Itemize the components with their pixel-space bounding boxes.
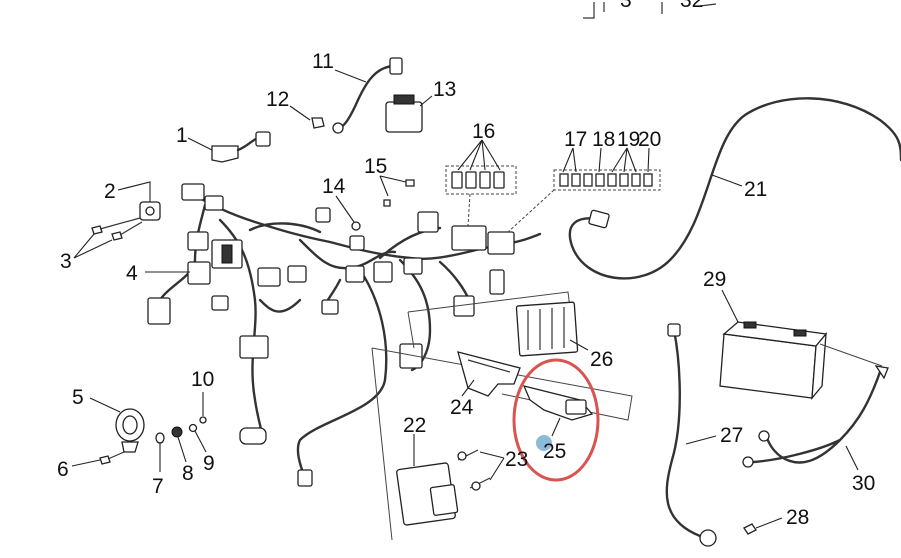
callout-30: 30 <box>852 472 875 495</box>
part-1-bracket <box>187 131 271 163</box>
callout-26: 26 <box>590 348 613 371</box>
part-28 <box>743 517 783 535</box>
callout-27: 27 <box>720 424 743 447</box>
fuse-group-16 <box>445 139 517 227</box>
callout-3: 3 <box>60 250 72 273</box>
callout-16: 16 <box>472 120 495 143</box>
top-fragment: 3 32 <box>583 0 717 19</box>
callout-15: 15 <box>364 155 387 178</box>
horn-assembly <box>71 392 207 472</box>
callout-8: 8 <box>182 462 194 485</box>
callout-20: 20 <box>638 128 661 151</box>
callout-13: 13 <box>433 78 456 101</box>
callout-6: 6 <box>57 458 69 481</box>
callout-labels: 1 2 3 4 5 6 7 8 9 10 11 12 13 14 15 16 1… <box>57 50 875 529</box>
callout-29: 29 <box>703 268 726 291</box>
parts-14-15 <box>335 175 415 231</box>
parts-11-12-13 <box>289 57 433 134</box>
callout-32-partial: 32 <box>680 0 703 12</box>
callout-17: 17 <box>564 128 587 151</box>
callout-5: 5 <box>72 386 84 409</box>
cable-30 <box>742 365 889 471</box>
module-panel <box>371 347 633 541</box>
callout-23: 23 <box>505 448 528 471</box>
callout-22: 22 <box>403 414 426 437</box>
parts-2-3 <box>73 181 161 259</box>
highlight-25 <box>512 358 600 482</box>
callout-12: 12 <box>266 88 289 111</box>
part-26-box <box>407 291 589 357</box>
main-wiring-harness <box>147 183 542 487</box>
callout-28: 28 <box>786 506 809 529</box>
callout-10: 10 <box>191 368 214 391</box>
callout-2: 2 <box>104 180 116 203</box>
highlight-ring <box>512 358 600 482</box>
callout-4: 4 <box>126 262 138 285</box>
callout-24: 24 <box>450 396 474 419</box>
highlight-marker <box>536 435 552 451</box>
callout-14: 14 <box>322 175 346 198</box>
cable-27 <box>665 323 717 547</box>
wire-21 <box>568 97 901 280</box>
battery-29 <box>719 289 883 400</box>
callout-1: 1 <box>176 124 188 147</box>
callout-25: 25 <box>543 440 566 463</box>
callout-18: 18 <box>592 128 615 151</box>
callout-21: 21 <box>744 178 767 201</box>
callout-11: 11 <box>312 50 334 73</box>
callout-19: 19 <box>617 128 640 151</box>
callout-3-partial: 3 <box>620 0 632 12</box>
callout-9: 9 <box>203 452 215 475</box>
fuse-group-17-20 <box>507 147 661 233</box>
callout-7: 7 <box>152 475 164 498</box>
